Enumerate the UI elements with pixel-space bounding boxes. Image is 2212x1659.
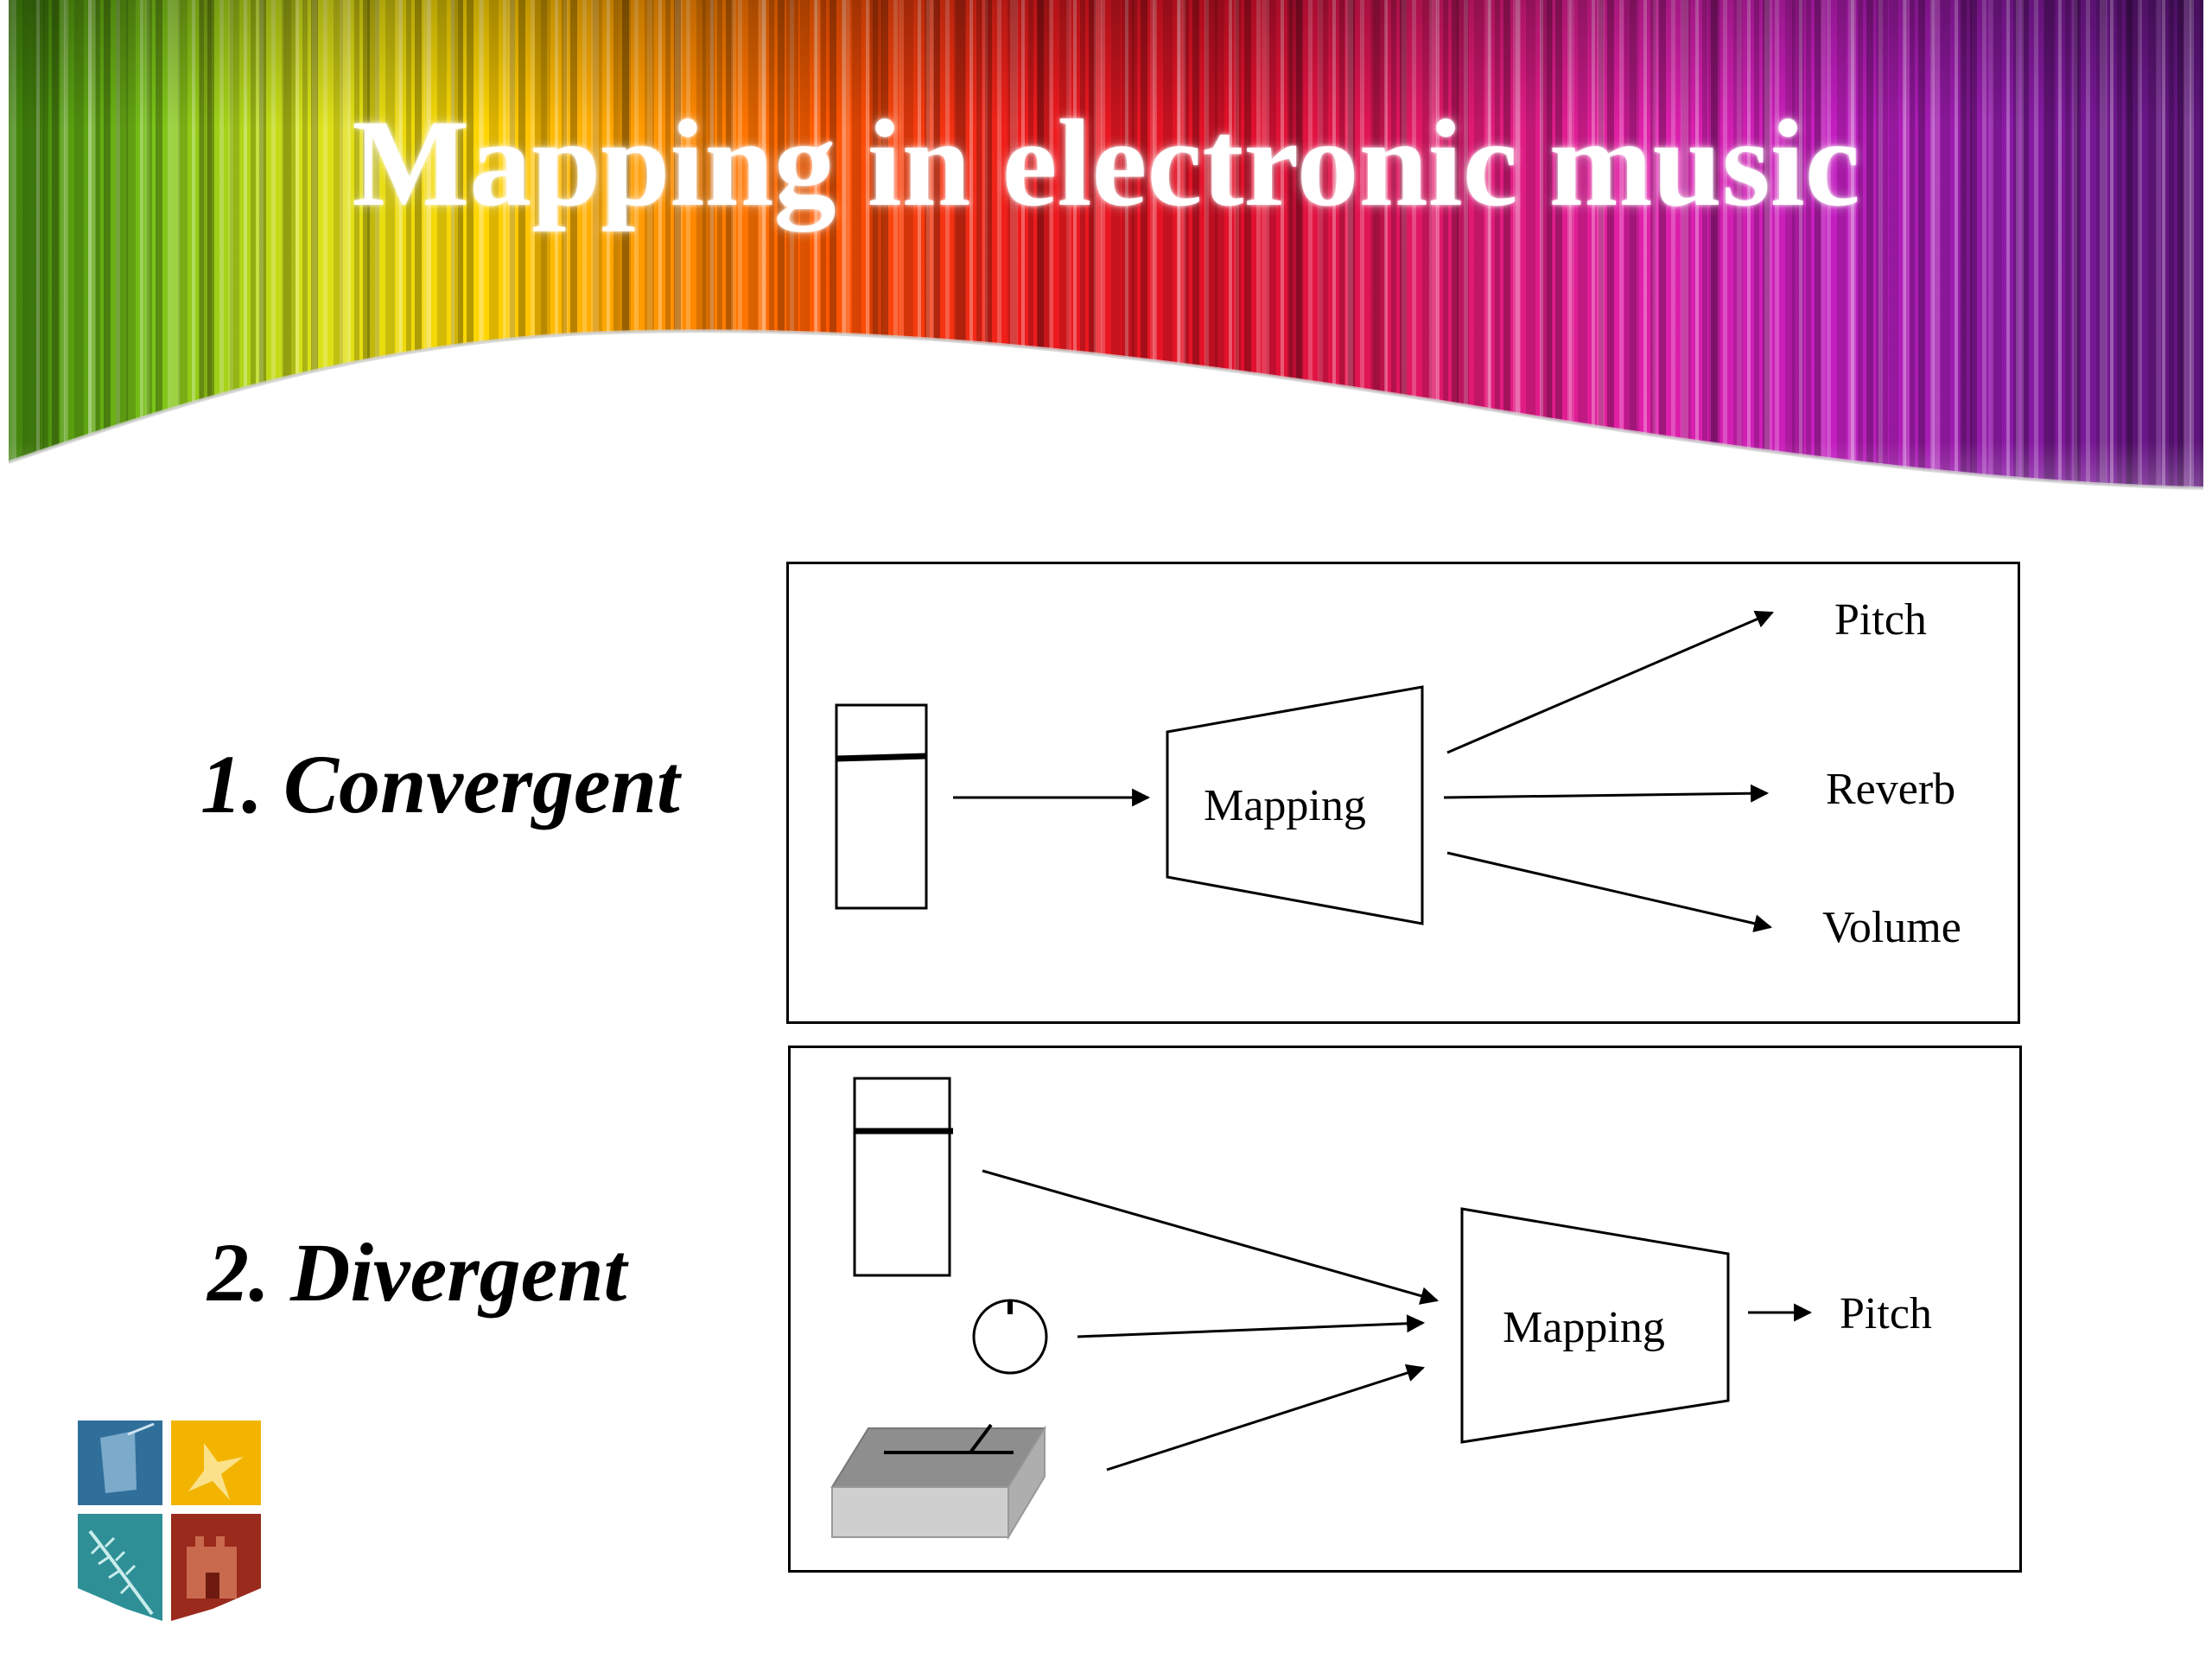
mouse-arrow [1106, 1363, 1425, 1471]
slider-fader-icon [853, 1077, 953, 1277]
university-logo [78, 1421, 261, 1621]
convergent-diagram: Mapping Pitch Reverb Volume [786, 562, 2020, 1024]
pitch-arrow [1446, 610, 1774, 754]
logo-quadrant-3 [78, 1514, 162, 1621]
output-pitch: Pitch [1840, 1289, 1932, 1338]
mapping-box-label: Mapping [1204, 781, 1366, 830]
mapping-box [1460, 1207, 1730, 1444]
reverb-arrow [1443, 784, 1770, 803]
slide-title: Mapping in electronic music [352, 95, 1860, 232]
convergent-label: 1. Convergent [200, 738, 680, 830]
output-volume: Volume [1822, 903, 1961, 952]
output-reverb: Reverb [1826, 765, 1955, 814]
rainbow-banner [8, 0, 2204, 490]
mapping-box [1166, 685, 1424, 925]
divergent-label: 2. Divergent [207, 1226, 627, 1319]
output-pitch: Pitch [1834, 595, 1927, 645]
mapping-box-label: Mapping [1503, 1303, 1665, 1352]
slider-fader-icon [835, 703, 928, 910]
divergent-diagram: Mapping Pitch [788, 1046, 2022, 1573]
rotary-knob-icon [972, 1299, 1048, 1375]
knob-arrow [1077, 1314, 1426, 1338]
mouse-icon [830, 1423, 1046, 1541]
slider-arrow [982, 1169, 1440, 1305]
volume-arrow [1446, 851, 1773, 932]
